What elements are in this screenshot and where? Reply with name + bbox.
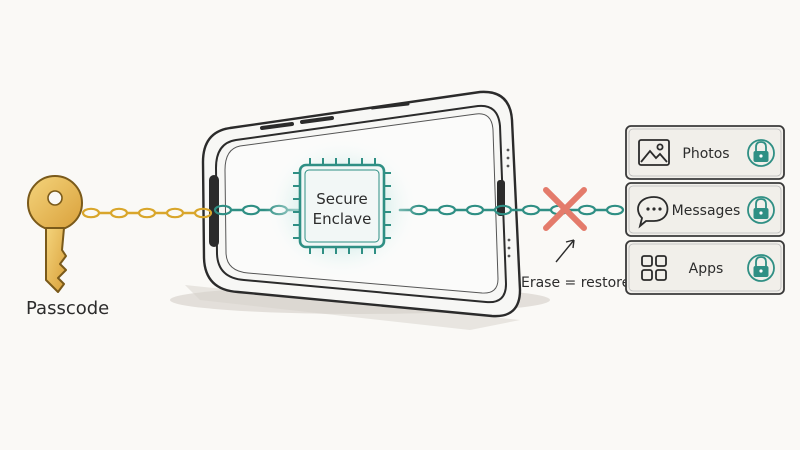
chain-link xyxy=(605,204,625,216)
app-card-apps: Apps xyxy=(625,240,785,295)
chain-link xyxy=(165,207,185,219)
charging-port xyxy=(497,180,505,216)
chain-link xyxy=(521,204,541,216)
key-icon xyxy=(27,175,83,293)
lock-icon xyxy=(747,139,775,167)
chip-label-line1: Secure xyxy=(316,190,368,208)
chip-label-line2: Enclave xyxy=(313,210,372,228)
action-button xyxy=(370,102,410,110)
chain-link xyxy=(81,207,101,219)
erase-cross-icon xyxy=(543,187,587,231)
app-card-label: Photos xyxy=(682,146,729,162)
gold-chain xyxy=(81,207,213,219)
chain-link xyxy=(577,204,597,216)
app-card-messages: Messages xyxy=(625,182,785,237)
volume-button xyxy=(260,122,294,130)
chain-link xyxy=(109,207,129,219)
app-card-label: Apps xyxy=(689,261,724,277)
secure-enclave-chip xyxy=(293,158,391,254)
chat-bubble-icon xyxy=(637,196,669,229)
speaker-grille xyxy=(506,148,511,258)
arrow-icon xyxy=(555,239,575,263)
chain-link xyxy=(137,207,157,219)
dynamic-island xyxy=(209,175,219,247)
chain-link xyxy=(193,207,213,219)
volume-button xyxy=(300,116,334,124)
app-card-label: Messages xyxy=(672,203,741,219)
lock-icon xyxy=(747,196,775,224)
app-card-photos: Photos xyxy=(625,125,785,180)
app-grid-icon xyxy=(641,255,667,281)
lock-icon xyxy=(747,254,775,282)
passcode-label: Passcode xyxy=(26,298,109,319)
photo-icon xyxy=(638,139,670,166)
erase-restore-label: Erase = restore xyxy=(521,275,630,291)
